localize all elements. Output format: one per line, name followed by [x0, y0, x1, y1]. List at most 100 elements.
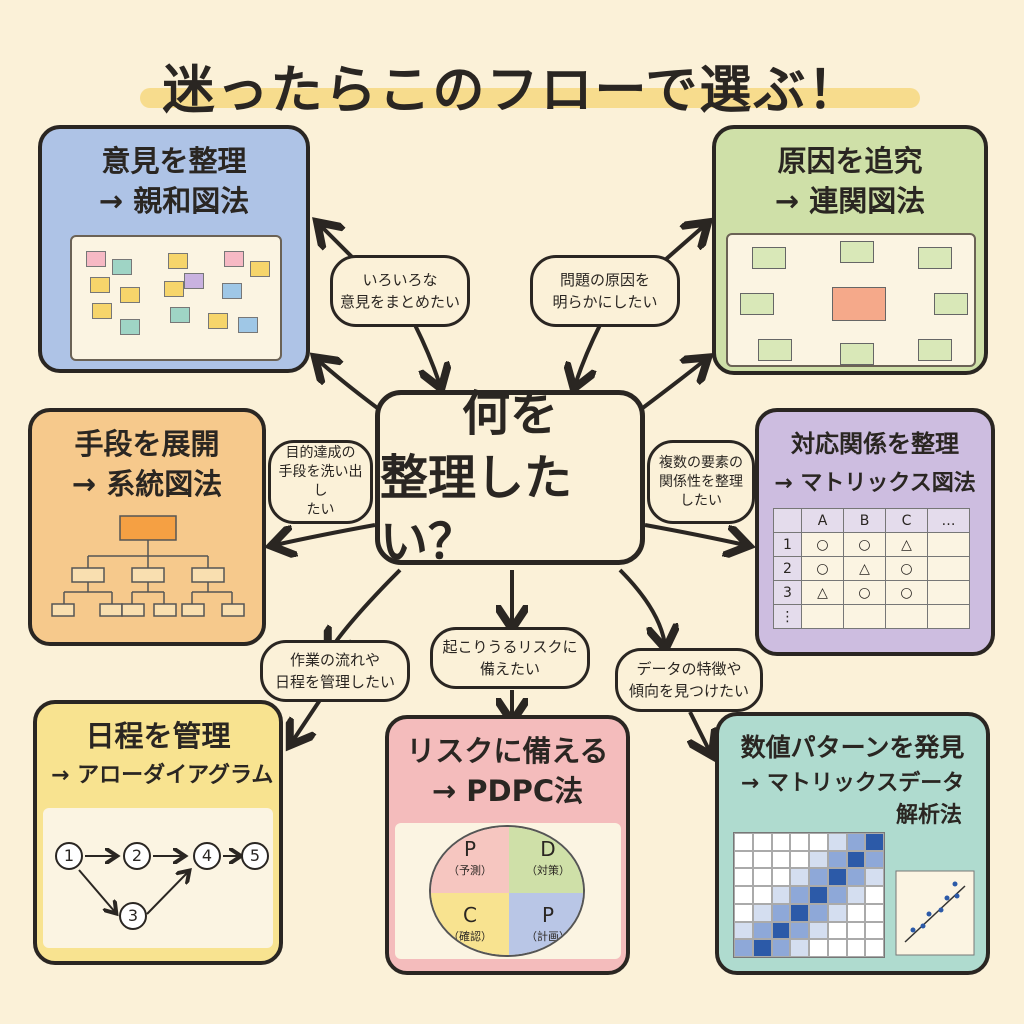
arrow-relation [638, 360, 705, 412]
heatmap-cell [771, 850, 791, 869]
center-line-2: 整理したい？ [380, 449, 573, 570]
heatmap-cell [865, 850, 884, 869]
card-method: → アローダイアグラム [51, 763, 274, 788]
question-bubble-opinions: いろいろな意見をまとめたい [330, 255, 470, 327]
arrow-to-bubble5 [330, 568, 402, 650]
heatmap-cell [809, 850, 828, 869]
matrix-cell: 1 [773, 532, 802, 557]
card-title: 手段を展開 [74, 427, 220, 461]
heatmap-cell [846, 939, 866, 957]
arrow-to-bubble2-top [663, 225, 705, 262]
card-method-2: 解析法 [895, 803, 962, 828]
bubble-text: したい [680, 492, 722, 509]
card-pdpc: リスクに備える → PDPC法 P（予測） D（対策） C（確認） P（計画） [385, 715, 630, 975]
heatmap-cell [734, 939, 753, 957]
card-title: 原因を追究 [777, 144, 923, 178]
card-title: 対応関係を整理 [791, 430, 959, 458]
card-method: → マトリックス図法 [774, 471, 976, 496]
heatmap-cell [734, 833, 753, 851]
card-affinity-diagram: 意見を整理 → 親和図法 [38, 125, 310, 373]
card-title: リスクに備える [406, 734, 609, 768]
heatmap-cell [752, 939, 772, 957]
heatmap-cell [809, 903, 828, 922]
matrix-cell: ○ [843, 580, 886, 605]
matrix-cell [927, 604, 970, 629]
arrow-to-bubble1-top [320, 225, 357, 262]
heatmap-cell [865, 939, 884, 957]
matrix-cell: △ [843, 556, 886, 581]
matrix-cell [927, 532, 970, 557]
matrix-cell: B [843, 508, 886, 533]
matrix-row: ⋮ [773, 604, 970, 629]
heatmap-cell [771, 921, 791, 940]
central-question: 何を 整理したい？ [375, 386, 645, 570]
affinity-illustration [70, 235, 282, 361]
matrix-cell [773, 508, 802, 533]
matrix-cell: ○ [801, 532, 844, 557]
bubble-text: 目的達成の [285, 445, 356, 461]
heatmap-cell [734, 868, 753, 887]
heatmap-cell [827, 868, 847, 887]
pdpc-label: D [540, 837, 556, 861]
card-matrix-data-analysis: 数値パターンを発見 → マトリックスデータ 解析法 [715, 712, 990, 975]
page-title: 迷ったらこのフローで選ぶ！ [162, 61, 862, 121]
bubble-text: 作業の流れや [289, 651, 380, 669]
heatmap-cell [827, 886, 847, 904]
pdpc-label: P [541, 903, 555, 927]
arrow-diagram-illustration: 1 2 3 4 5 [43, 808, 273, 948]
arrow-bubble1-center [413, 324, 440, 385]
heatmap-cell [809, 868, 828, 887]
bubble-text: 起こりうるリスクに [442, 638, 578, 656]
bubble-text: データの特徴や [636, 660, 742, 678]
question-bubble-means: 目的達成の手段を洗い出したい [268, 440, 373, 524]
bubble-text: 手段を洗い出し [278, 464, 363, 499]
bubble-text: 複数の要素の [659, 454, 743, 471]
heatmap-cell [827, 921, 847, 940]
arrow-bubble2-center [575, 324, 602, 385]
card-method: → マトリックスデータ [740, 771, 965, 796]
heatmap-cell [790, 939, 809, 957]
heatmap-cell [790, 850, 809, 869]
arrow-to-bubble7 [618, 568, 665, 645]
matrix-cell [927, 580, 970, 605]
arrow-affinity [318, 360, 382, 412]
question-bubble-data: データの特徴や傾向を見つけたい [615, 648, 763, 712]
heatmap-cell [846, 850, 866, 869]
heatmap-cell [827, 903, 847, 922]
arrow-arrowdiagram [292, 698, 322, 742]
heatmap-cell [752, 886, 772, 904]
matrix-cell: ○ [843, 532, 886, 557]
relations-illustration [726, 233, 976, 367]
heatmap-cell [809, 886, 828, 904]
bubble-text: 問題の原因を [559, 271, 650, 289]
heatmap-cell [752, 868, 772, 887]
matrix-cell [885, 604, 928, 629]
heatmap-cell [846, 903, 866, 922]
heatmap-cell [752, 903, 772, 922]
matrix-cell [843, 604, 886, 629]
pdpc-illustration: P（予測） D（対策） C（確認） P（計画） [395, 823, 621, 959]
bubble-text: 関係性を整理 [659, 473, 743, 490]
heatmap-cell [734, 850, 753, 869]
center-line-1: 何を [461, 385, 558, 442]
heatmap-illustration [733, 832, 885, 958]
scatter-illustration [895, 870, 975, 956]
matrix-cell [927, 556, 970, 581]
heatmap-cell [809, 921, 828, 940]
bubble-text: たい [306, 502, 335, 518]
card-title: 意見を整理 [101, 144, 247, 178]
card-title: 数値パターンを発見 [740, 733, 965, 762]
question-bubble-causes: 問題の原因を明らかにしたい [530, 255, 680, 327]
matrix-cell: ⋮ [773, 604, 802, 629]
bubble-text: いろいろな [362, 271, 438, 289]
bubble-text: 明らかにしたい [552, 293, 658, 311]
matrix-cell: 3 [773, 580, 802, 605]
arrow-tree [275, 523, 376, 545]
heatmap-cell [790, 921, 809, 940]
card-relations-diagram: 原因を追究 → 連関図法 [712, 125, 988, 375]
node: 2 [123, 842, 151, 870]
matrix-cell: ○ [885, 556, 928, 581]
heatmap-cell [865, 903, 884, 922]
